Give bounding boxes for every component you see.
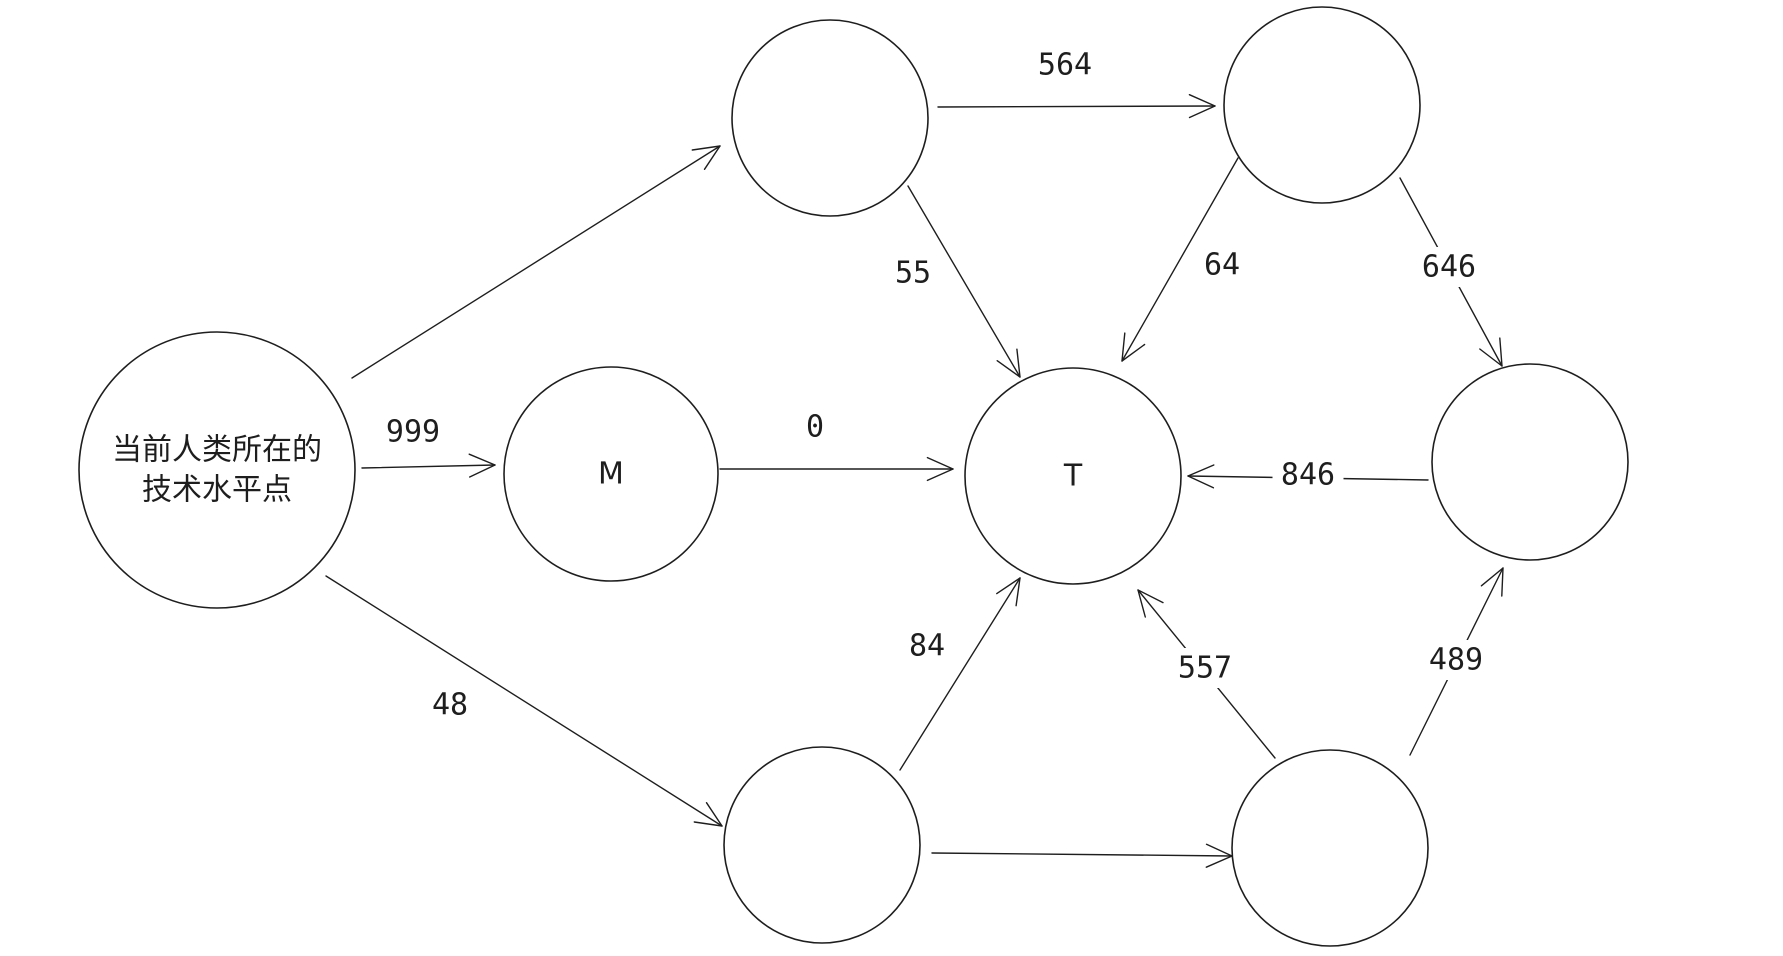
edge-label-bottom_right-t: 557 xyxy=(1169,648,1241,688)
edge-line xyxy=(325,575,723,827)
edge-label-top_left-top_right: 564 xyxy=(1038,48,1092,83)
edge-label-background xyxy=(1420,640,1492,680)
node-t: T xyxy=(964,367,1182,585)
edge-start-m xyxy=(361,453,496,478)
edge-label: 489 xyxy=(1429,643,1483,678)
edge-label: 48 xyxy=(432,688,468,723)
edge-labels-layer: 999 48 0 564 55 64 646 846 84 557 489 xyxy=(386,48,1492,723)
node-circle xyxy=(1231,749,1429,947)
edge-bottom_left-t xyxy=(899,577,1021,771)
node-label: M xyxy=(598,457,624,492)
edge-label: 999 xyxy=(386,415,440,450)
edge-m-t xyxy=(719,456,954,482)
node-circle xyxy=(964,367,1182,585)
edge-label-background xyxy=(1413,247,1485,287)
arrow-head xyxy=(1137,589,1164,618)
edge-top_left-top_right xyxy=(937,93,1216,119)
arrow-head xyxy=(468,453,496,478)
node-label: T xyxy=(1063,459,1083,494)
arrow-head xyxy=(1480,567,1504,597)
edge-label-bottom_right-right: 489 xyxy=(1420,640,1492,680)
edge-start-top_left xyxy=(351,145,721,379)
edge-line xyxy=(361,464,496,469)
edge-line xyxy=(351,145,721,379)
edge-line xyxy=(899,577,1021,771)
edge-line xyxy=(931,852,1233,857)
edge-line xyxy=(907,185,1021,378)
edge-label: 64 xyxy=(1204,248,1240,283)
arrow-head xyxy=(926,456,954,482)
edge-top_right-t xyxy=(1121,157,1239,362)
edge-label-top_right-right: 646 xyxy=(1413,247,1485,287)
arrow-head xyxy=(1188,93,1216,119)
edge-line xyxy=(1121,157,1239,362)
node-circle xyxy=(723,746,921,944)
edge-label-start-m: 999 xyxy=(386,415,440,450)
edge-label-top_right-t: 64 xyxy=(1204,248,1240,283)
edge-label-top_left-t: 55 xyxy=(895,256,931,291)
edge-label: 646 xyxy=(1422,250,1476,285)
edge-label-right-t: 846 xyxy=(1272,455,1344,495)
node-top-left xyxy=(731,19,929,217)
node-label: 技术水平点 xyxy=(142,473,292,508)
edge-label-background xyxy=(1169,648,1241,688)
arrow-head xyxy=(693,802,723,827)
edge-label-background xyxy=(1272,455,1344,495)
node-m: M xyxy=(503,366,719,582)
arrow-head xyxy=(996,577,1021,607)
node-bottom-right xyxy=(1231,749,1429,947)
arrow-head xyxy=(1479,337,1503,367)
edge-label-start-bottom_left: 48 xyxy=(432,688,468,723)
arrow-head xyxy=(996,348,1021,378)
edge-label: 55 xyxy=(895,256,931,291)
node-circle xyxy=(1223,6,1421,204)
edge-start-bottom_left xyxy=(325,575,723,827)
arrow-head xyxy=(691,145,721,171)
edge-label-bottom_left-t: 84 xyxy=(909,629,945,664)
node-bottom-left xyxy=(723,746,921,944)
node-top-right xyxy=(1223,6,1421,204)
edge-label: 564 xyxy=(1038,48,1092,83)
arrow-head xyxy=(1121,332,1146,362)
edge-bottom_left-bottom_right xyxy=(931,843,1233,868)
edge-top_left-t xyxy=(907,185,1021,378)
edge-label: 846 xyxy=(1281,458,1335,493)
node-circle xyxy=(78,331,356,609)
arrow-head xyxy=(1187,464,1215,489)
edge-label: 557 xyxy=(1178,651,1232,686)
node-circle xyxy=(731,19,929,217)
edge-label-m-t: 0 xyxy=(806,410,824,445)
edge-line xyxy=(937,105,1216,108)
edge-label: 0 xyxy=(806,410,824,445)
edge-label: 84 xyxy=(909,629,945,664)
node-label: 当前人类所在的 xyxy=(112,433,322,468)
node-circle xyxy=(1431,363,1629,561)
node-circle xyxy=(503,366,719,582)
node-right xyxy=(1431,363,1629,561)
